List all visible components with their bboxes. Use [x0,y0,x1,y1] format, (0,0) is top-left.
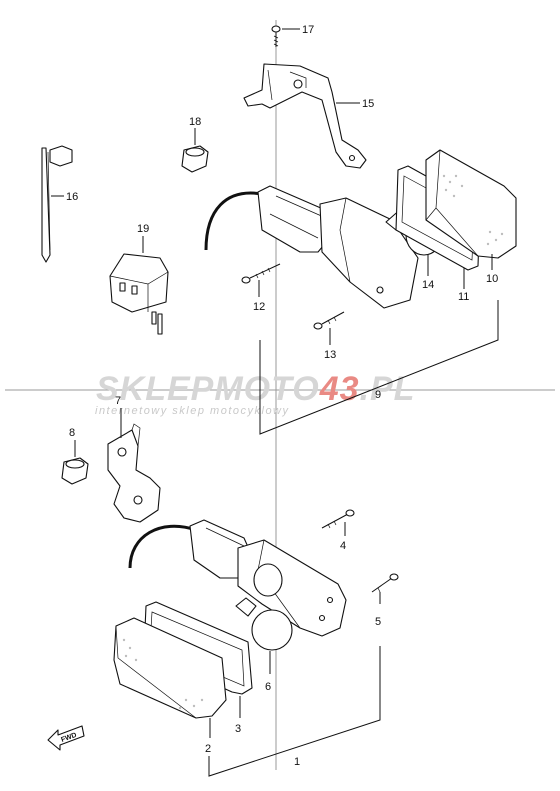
fwd-arrow-icon: FWD [47,725,85,751]
leader-9 [259,300,499,435]
callout-3: 3 [235,723,241,735]
lens-10-texture [442,174,504,246]
watermark-prefix: SKLEPMOTO [96,370,320,408]
callout-7: 7 [115,395,121,407]
callout-9: 9 [375,389,381,401]
lens-10 [425,149,517,259]
callout-5: 5 [375,616,381,628]
bulb-6 [235,597,293,651]
callout-2: 2 [205,743,211,755]
lens-2 [113,617,227,719]
callout-11: 11 [458,291,469,303]
screw-5 [371,573,399,593]
callout-1: 1 [294,756,300,768]
callout-6: 6 [265,681,271,693]
screw-13 [313,311,345,330]
callout-4: 4 [340,540,346,552]
callout-17: 17 [302,24,314,36]
watermark-tagline: internetowy sklep motocyklowy [95,405,290,417]
callout-19: 19 [137,223,149,235]
turn-signal-upper-9 [204,185,419,309]
screw-4 [321,509,355,529]
callout-8: 8 [69,427,75,439]
nut-8 [61,457,89,485]
cable-tie-16 [41,145,73,263]
screw-12 [241,263,281,284]
callout-16: 16 [66,191,78,203]
turn-signal-lower-1 [128,519,347,637]
callout-15: 15 [362,98,374,110]
leader-1 [208,646,381,777]
nut-18 [181,145,209,173]
callout-18: 18 [189,116,201,128]
callout-14: 14 [422,279,434,291]
callout-13: 13 [324,349,336,361]
relay-19 [109,253,169,335]
bracket-15 [243,63,367,169]
callout-12: 12 [253,301,265,313]
lens-2-texture [122,638,204,710]
callout-10: 10 [486,273,498,285]
watermark-brand: SKLEPMOTO43.PL [96,370,415,408]
screw-17 [271,25,281,47]
watermark: SKLEPMOTO43.PL internetowy sklep motocyk… [95,370,415,417]
bracket-7 [107,423,161,523]
watermark-number: 43 [319,370,360,408]
